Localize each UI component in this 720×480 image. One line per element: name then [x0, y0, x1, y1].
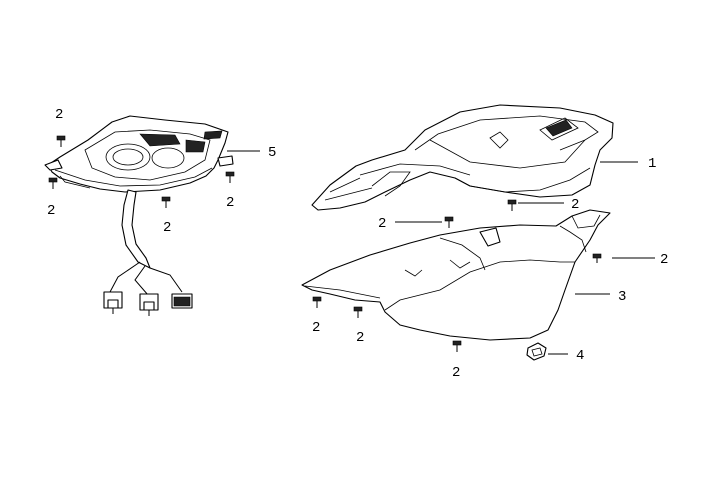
screw-icon — [312, 296, 322, 308]
label-2: 2 — [452, 365, 460, 381]
screw-icon — [161, 196, 171, 208]
screw-icon — [592, 253, 602, 263]
nut-icon — [526, 342, 547, 361]
label-3: 3 — [618, 289, 626, 305]
label-2: 2 — [47, 203, 55, 219]
screw-icon — [48, 177, 58, 189]
upper-cover — [311, 104, 614, 211]
lower-cover — [301, 209, 611, 341]
label-2: 2 — [378, 216, 386, 232]
speedometer-assembly — [44, 115, 234, 316]
label-2: 2 — [660, 252, 668, 268]
label-2: 2 — [55, 107, 63, 123]
label-2: 2 — [356, 330, 364, 346]
label-5: 5 — [268, 145, 276, 161]
screw-icon — [444, 216, 454, 228]
label-2: 2 — [312, 320, 320, 336]
screw-icons — [48, 135, 602, 352]
label-2: 2 — [571, 197, 579, 213]
leader-lines — [227, 150, 655, 355]
screw-icon — [225, 171, 235, 183]
screw-icon — [56, 135, 66, 147]
label-4: 4 — [576, 348, 584, 364]
callout-labels: 2 2 2 2 5 1 2 2 2 3 2 2 2 4 — [47, 107, 668, 381]
label-1: 1 — [648, 156, 656, 172]
screw-icon — [507, 199, 517, 211]
label-2: 2 — [163, 220, 171, 236]
label-2: 2 — [226, 195, 234, 211]
screw-icon — [452, 340, 462, 352]
screw-icon — [353, 306, 363, 318]
